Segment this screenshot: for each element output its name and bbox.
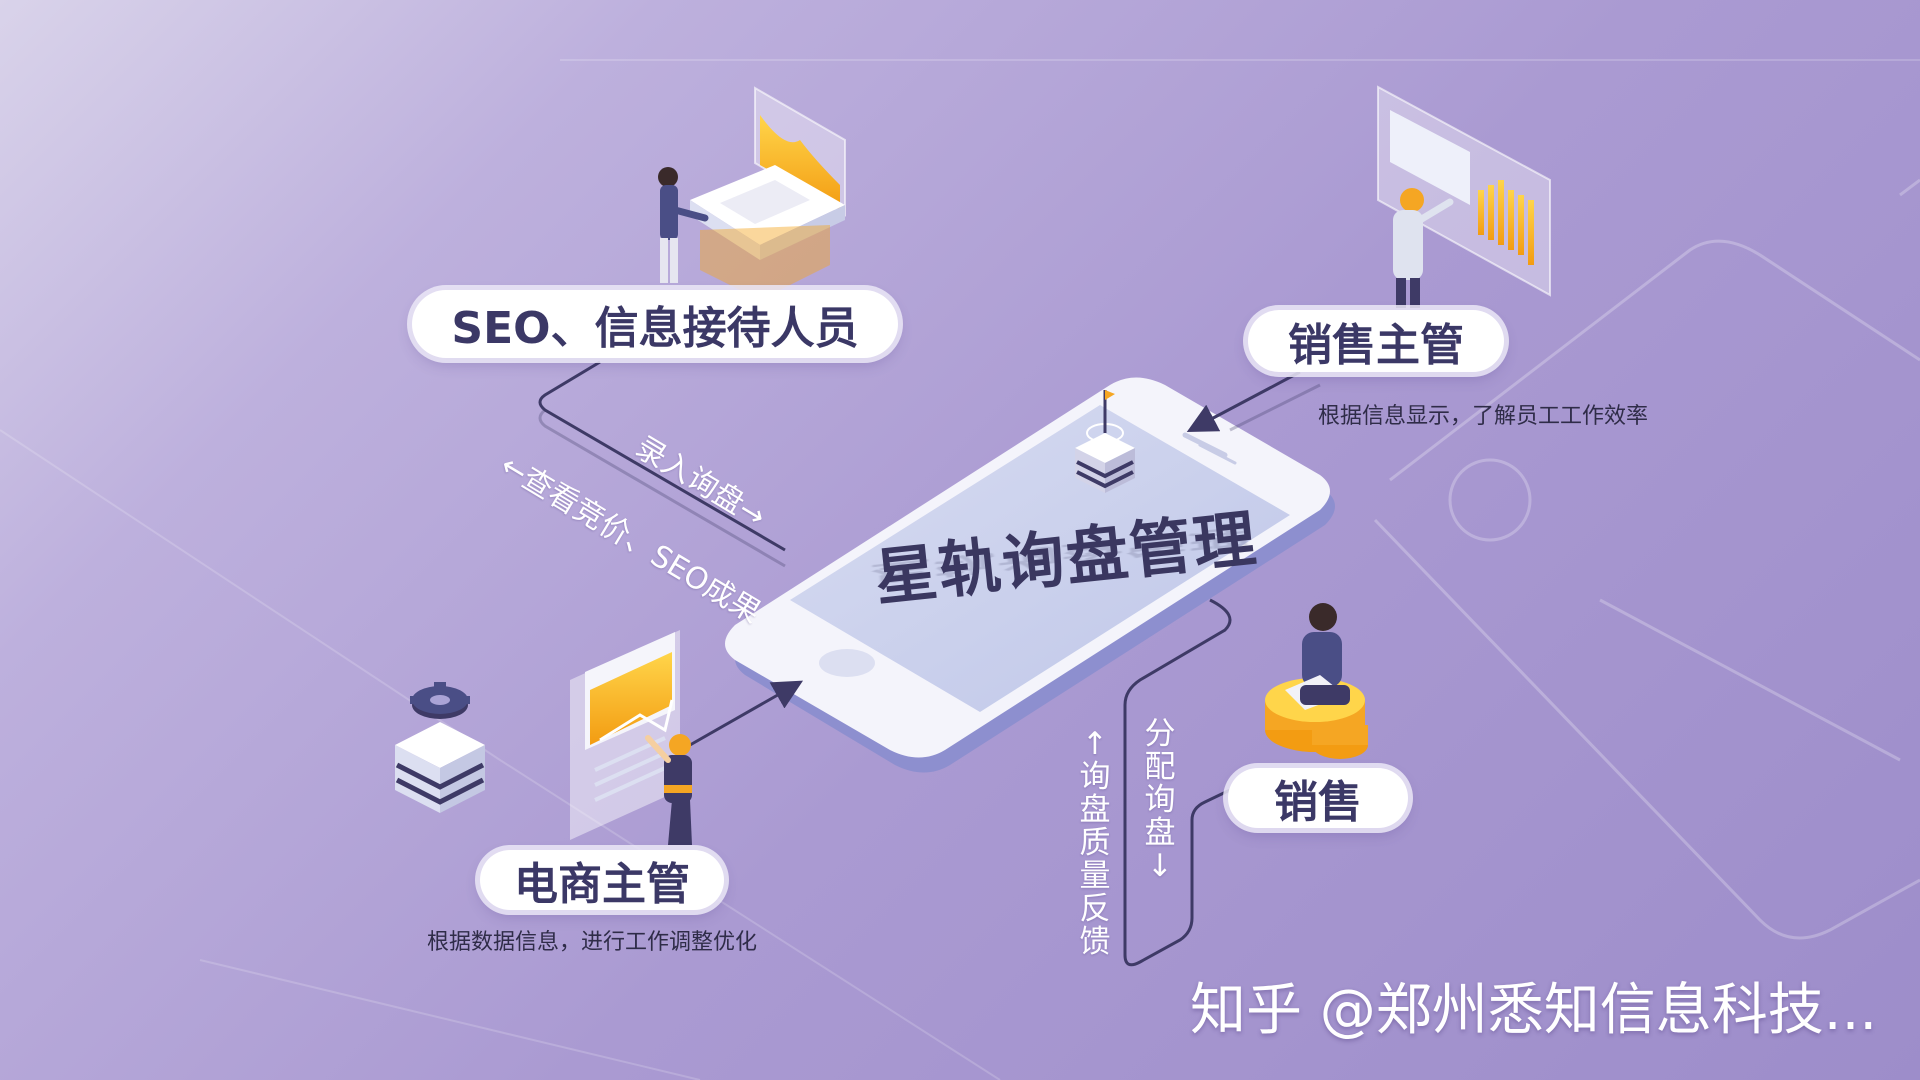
connector-sales xyxy=(1123,598,1232,967)
server-stack-icon xyxy=(1075,390,1135,493)
node-seo-label: SEO、信息接待人员 xyxy=(451,303,859,354)
zhihu-watermark: 知乎 @郑州悉知信息科技... xyxy=(1190,978,1878,1043)
connector-seo xyxy=(538,360,786,568)
node-sales-manager-label: 销售主管 xyxy=(1288,320,1464,371)
node-ecommerce-manager: 电商主管 xyxy=(480,850,724,910)
ecommerce-manager-illustration xyxy=(395,630,692,845)
node-ecommerce-manager-label: 电商主管 xyxy=(514,859,690,910)
sales-manager-description: 根据信息显示，了解员工工作效率 xyxy=(1318,404,1649,429)
flow-quality-feedback: ↑询盘质量反馈 xyxy=(1079,726,1111,960)
phone-illustration xyxy=(725,377,1335,773)
flow-assign-inquiry: 分配询盘↓ xyxy=(1144,716,1176,884)
node-seo-reception: SEO、信息接待人员 xyxy=(412,290,898,358)
ecommerce-manager-description: 根据数据信息，进行工作调整优化 xyxy=(427,930,758,955)
seo-person-illustration xyxy=(658,86,846,300)
connector-sales-manager xyxy=(1186,370,1321,433)
gear-icon xyxy=(410,682,470,719)
background-lines xyxy=(0,59,1920,1080)
node-sales-label: 销售 xyxy=(1274,777,1362,828)
connector-ecommerce xyxy=(689,680,804,747)
node-sales: 销售 xyxy=(1228,768,1408,828)
sales-person-illustration xyxy=(1265,603,1368,759)
sales-manager-illustration xyxy=(1377,85,1551,308)
background-phone-outline xyxy=(1373,178,1920,940)
node-sales-manager: 销售主管 xyxy=(1248,310,1504,372)
